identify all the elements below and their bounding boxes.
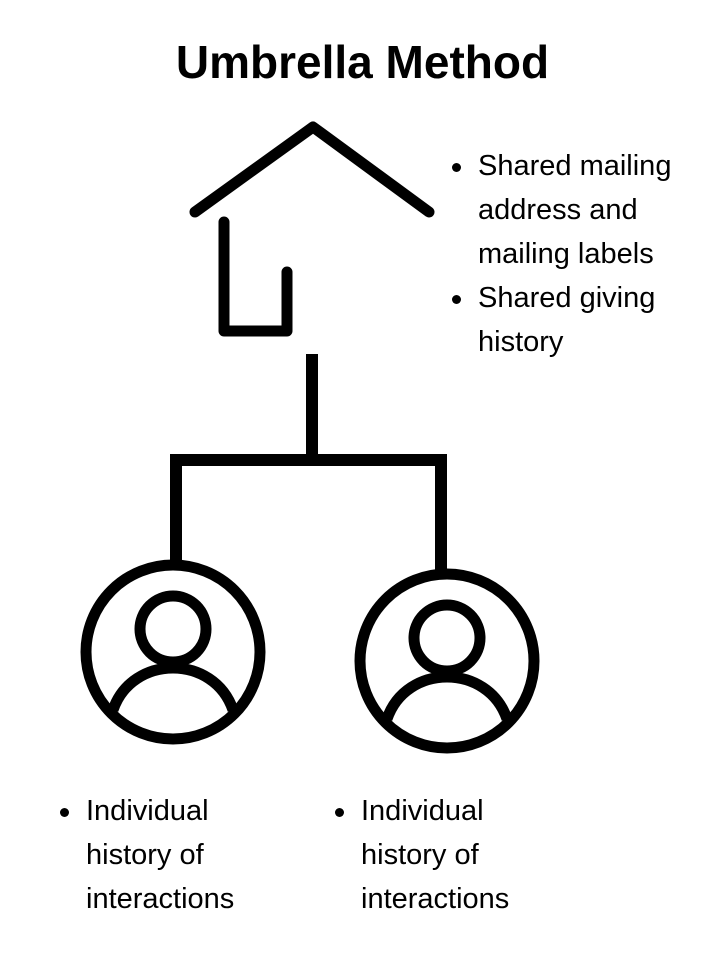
person-icon-right (354, 568, 540, 754)
member-note: Individual history of interactions (335, 789, 555, 921)
household-note: Shared mailing address and mailing label… (452, 144, 712, 276)
house-icon (189, 121, 435, 337)
household-notes: Shared mailing address and mailing label… (452, 144, 712, 364)
member-notes-right: Individual history of interactions (335, 789, 555, 921)
household-note: Shared giving history (452, 276, 712, 364)
member-notes-left: Individual history of interactions (60, 789, 280, 921)
connector-lines (170, 354, 447, 572)
diagram-title: Umbrella Method (175, 36, 550, 88)
member-note: Individual history of interactions (60, 789, 280, 921)
person-icon-left (80, 559, 266, 745)
